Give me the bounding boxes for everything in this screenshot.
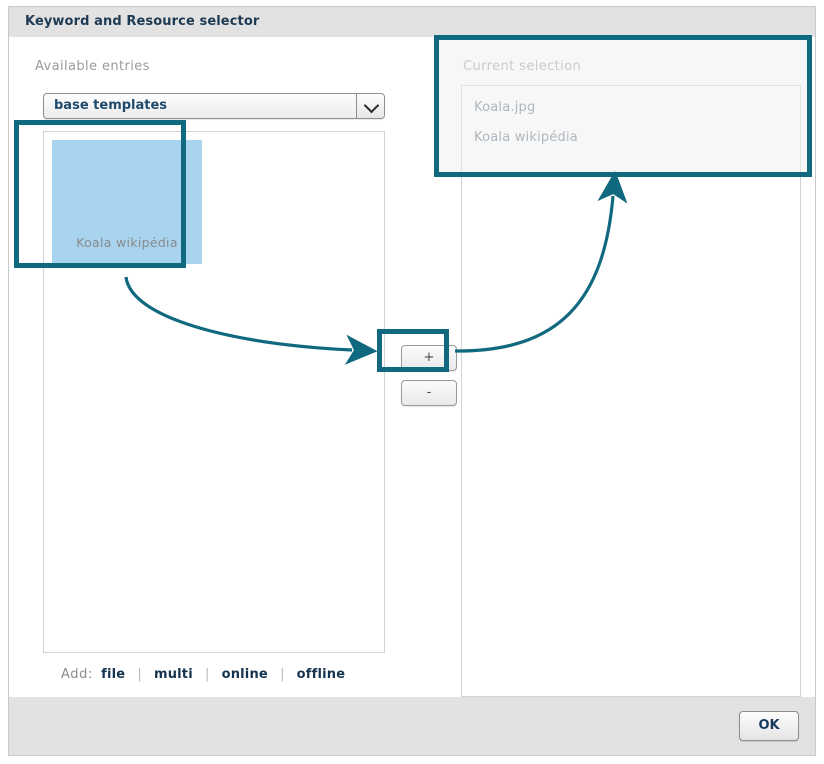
template-category-select[interactable]: base templates [43, 93, 385, 119]
dialog-body: Available entries base templates Koala w… [17, 37, 809, 698]
add-separator-2: | [205, 667, 210, 682]
dialog-window: Keyword and Resource selector Available … [8, 6, 816, 756]
add-multi-link[interactable]: multi [153, 667, 193, 682]
available-entries-label: Available entries [35, 59, 150, 74]
add-offline-link[interactable]: offline [296, 667, 346, 682]
current-selection-list[interactable]: Koala.jpg Koala wikipédia [461, 85, 801, 697]
list-item[interactable]: Koala wikipédia [52, 140, 202, 264]
list-item[interactable]: Koala.jpg [474, 100, 536, 115]
chevron-down-icon[interactable] [356, 94, 384, 118]
dialog-title: Keyword and Resource selector [25, 14, 260, 29]
ok-button[interactable]: OK [739, 711, 799, 741]
dialog-titlebar: Keyword and Resource selector [9, 7, 815, 37]
add-label: Add: [61, 667, 93, 682]
remove-selection-button[interactable]: - [401, 380, 457, 406]
current-selection-label: Current selection [463, 59, 582, 74]
list-item[interactable]: Koala wikipédia [474, 130, 578, 145]
add-separator-3: | [280, 667, 285, 682]
add-online-link[interactable]: online [221, 667, 268, 682]
add-selection-button[interactable]: + [401, 345, 457, 371]
chevron-down-glyph [363, 97, 379, 114]
available-entries-list[interactable]: Koala wikipédia [43, 131, 385, 653]
entry-thumbnail-caption: Koala wikipédia [76, 235, 178, 250]
add-separator-1: | [137, 667, 142, 682]
add-links-row: Add: file | multi | online | offline [61, 667, 349, 682]
template-category-value: base templates [54, 98, 168, 113]
add-file-link[interactable]: file [101, 667, 126, 682]
dialog-footer: OK [9, 697, 815, 755]
